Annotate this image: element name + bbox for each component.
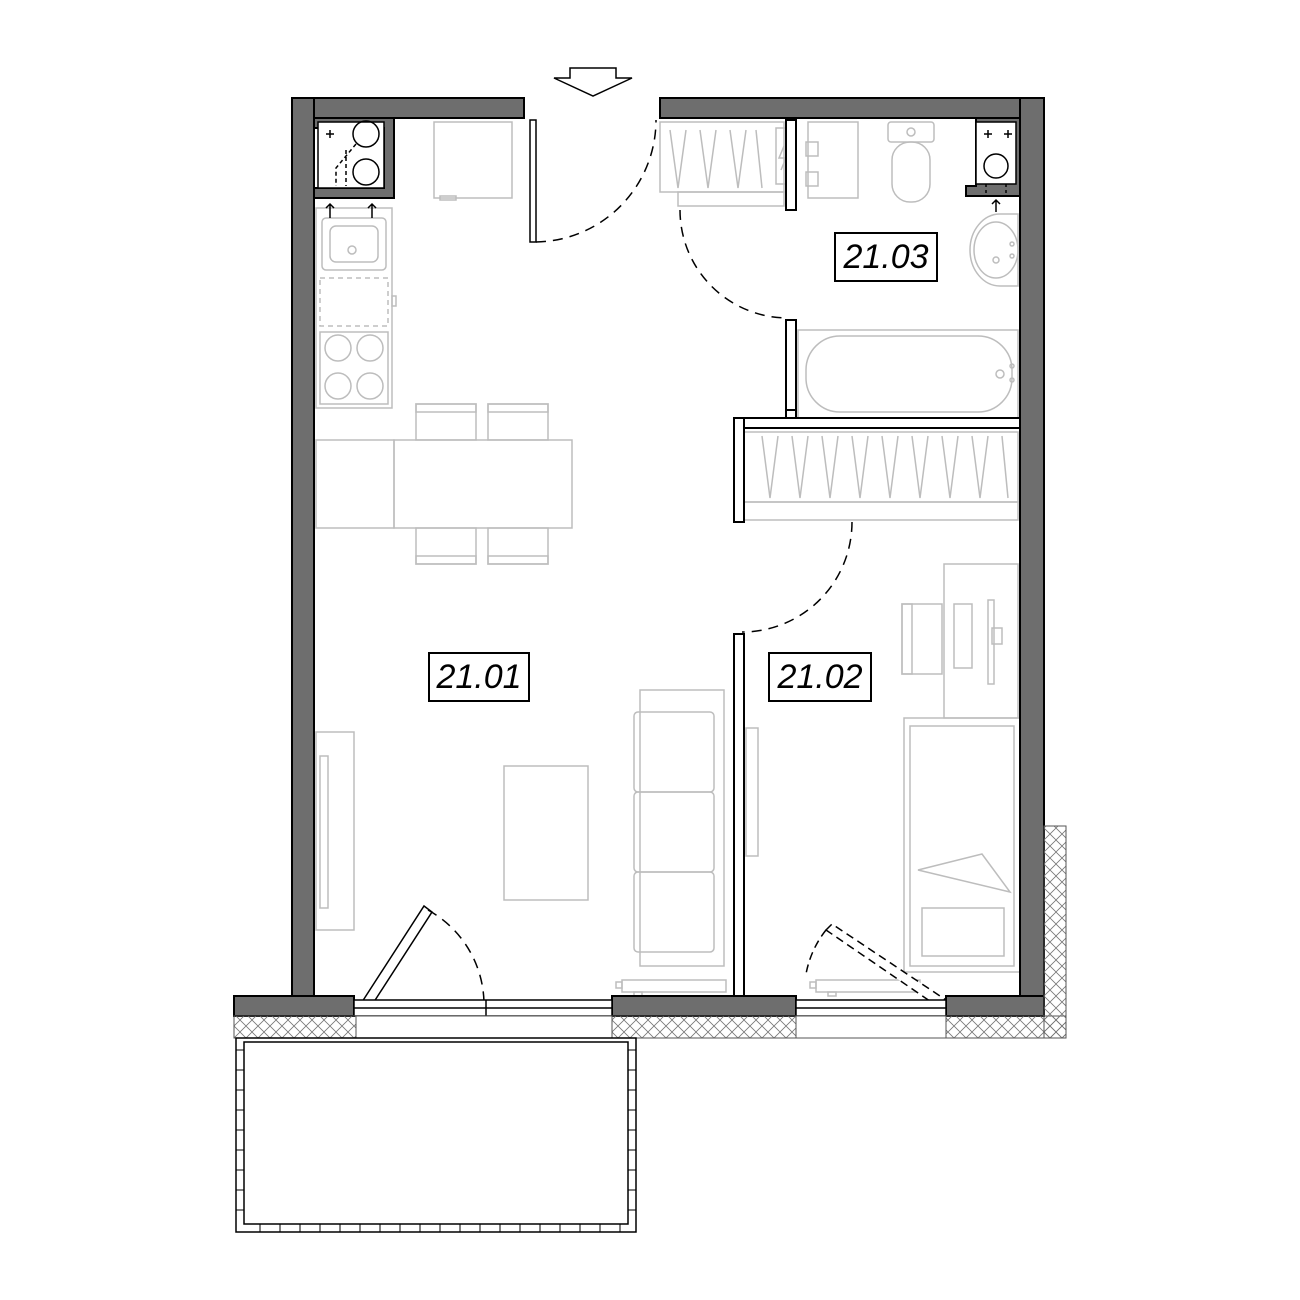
wall-shelf [745, 727, 759, 857]
coffee-table [503, 765, 589, 901]
wall-right [1019, 97, 1045, 1017]
balcony [235, 1037, 637, 1233]
entrance-door [529, 119, 537, 243]
dining-table [393, 439, 573, 529]
desk-chair [901, 603, 943, 675]
chair [487, 403, 549, 441]
wardrobe [743, 431, 1019, 503]
insulation [233, 825, 1067, 1039]
desk [943, 563, 1019, 719]
cooktop [319, 331, 389, 405]
bathtub [797, 329, 1019, 419]
partitions [733, 119, 1021, 997]
dishwasher [319, 277, 389, 327]
wall-bottom-left [233, 995, 355, 1017]
chair [487, 527, 549, 565]
room-label-bathroom: 21.03 [834, 232, 938, 282]
wall-top-left [291, 97, 525, 119]
room-label-bedroom: 21.02 [768, 652, 872, 702]
toilet-tank [887, 121, 935, 143]
entrance-arrow-icon [553, 67, 633, 97]
chair [415, 527, 477, 565]
sofa [639, 689, 725, 967]
furniture [315, 121, 1021, 997]
wall-bottom-mid [611, 995, 797, 1017]
tv-cabinet [315, 731, 355, 931]
kitchen-sink [321, 217, 387, 271]
chair [415, 403, 477, 441]
balcony-door [360, 904, 434, 1010]
wall-bottom-right [945, 995, 1045, 1017]
wall-top-right [659, 97, 1045, 119]
kitchen-counter [315, 207, 393, 409]
doors [360, 119, 948, 1010]
washing-machine [807, 121, 859, 199]
fridge [433, 121, 513, 199]
toilet [891, 141, 931, 203]
dining-bench [315, 439, 395, 529]
wall-left [291, 97, 315, 999]
room-label-living: 21.01 [428, 652, 530, 702]
radiator [621, 979, 727, 993]
washbasin [969, 213, 1019, 287]
